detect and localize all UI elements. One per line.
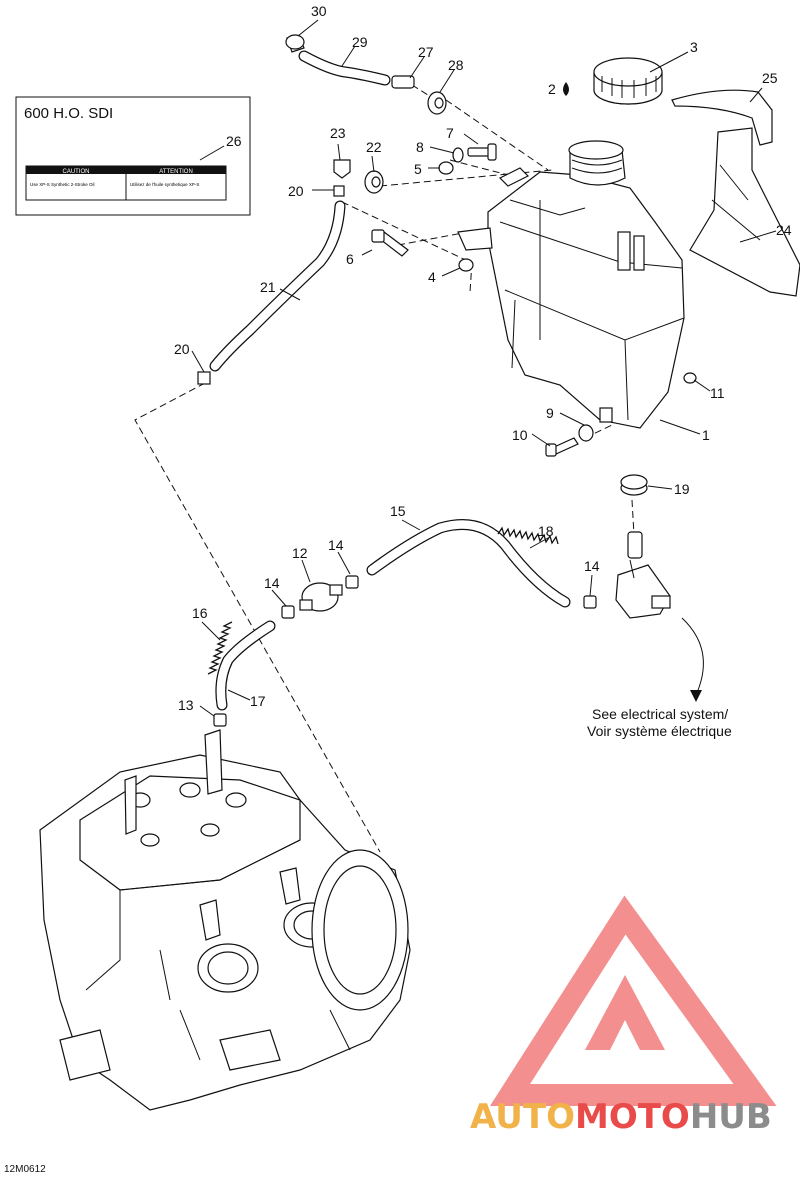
- callout-11: 11: [710, 385, 725, 401]
- callout-7: 7: [446, 125, 454, 141]
- figure-code: 12M0612: [4, 1164, 46, 1175]
- callout-20-bottom: 20: [174, 341, 190, 357]
- callout-9: 9: [546, 405, 554, 421]
- callout-22: 22: [366, 139, 382, 155]
- callout-29: 29: [352, 34, 368, 50]
- hardware-parts: [197, 34, 697, 496]
- callout-1: 1: [702, 427, 710, 443]
- callout-19: 19: [674, 481, 690, 497]
- watermark-logo: [489, 895, 777, 1106]
- callout-10: 10: [512, 427, 528, 443]
- callout-4: 4: [428, 269, 436, 285]
- svg-text:Use XP-S Synthetic 2-Stroke Oi: Use XP-S Synthetic 2-Stroke Oil: [30, 182, 95, 187]
- heat-shield: [671, 89, 800, 297]
- callout-18: 18: [538, 523, 554, 539]
- callout-15: 15: [390, 503, 406, 519]
- callout-21: 21: [260, 279, 276, 295]
- callout-20-top: 20: [288, 183, 304, 199]
- callout-17: 17: [250, 693, 266, 709]
- callout-14-c: 14: [264, 575, 280, 591]
- callout-14-a: 14: [328, 537, 344, 553]
- oil-pump: [615, 531, 671, 619]
- oil-drop-icon: [563, 82, 569, 96]
- tank-outlet-hose: [209, 200, 346, 372]
- tank-cap: [593, 57, 663, 105]
- callout-26: 26: [226, 133, 242, 149]
- callout-labels: 30 29 27 28 3 2 25 24 23 22 7 8 5 20 6 4…: [174, 3, 792, 713]
- callout-14-b: 14: [584, 558, 600, 574]
- callout-28: 28: [448, 57, 464, 73]
- hose-springs: [207, 526, 559, 675]
- model-info-box: 600 H.O. SDI CAUTION ATTENTION Use XP-S …: [15, 96, 251, 216]
- guide-lines: [134, 84, 635, 853]
- svg-text:Utilisez de l'huile synthetiqu: Utilisez de l'huile synthetique XP-S: [130, 182, 199, 187]
- pump-inlet-hose: [366, 519, 571, 608]
- callout-25: 25: [762, 70, 778, 86]
- callout-6: 6: [346, 251, 354, 267]
- note-line-1: See electrical system/: [592, 706, 728, 722]
- model-title: 600 H.O. SDI: [24, 105, 113, 122]
- callout-23: 23: [330, 125, 346, 141]
- callout-24: 24: [776, 222, 792, 238]
- svg-text:ATTENTION: ATTENTION: [159, 169, 193, 175]
- watermark-auto: AUTOMOTOHUB: [470, 1097, 772, 1137]
- watermark-text: AUTOMOTOHUB: [470, 1097, 772, 1137]
- callout-2: 2: [548, 81, 556, 97]
- check-valve: [213, 575, 597, 727]
- svg-text:CAUTION: CAUTION: [63, 169, 90, 175]
- callout-3: 3: [690, 39, 698, 55]
- note-line-2: Voir système électrique: [587, 723, 732, 739]
- callout-27: 27: [418, 44, 434, 60]
- callout-5: 5: [414, 161, 422, 177]
- engine-feed-hose: [215, 620, 276, 711]
- callout-12: 12: [292, 545, 308, 561]
- oil-tank: [457, 140, 685, 429]
- callout-13: 13: [178, 697, 194, 713]
- electrical-arrow: [681, 617, 704, 702]
- callout-16: 16: [192, 605, 208, 621]
- callout-leaders: [191, 19, 777, 717]
- engine-block: [39, 729, 411, 1111]
- callout-30: 30: [311, 3, 327, 19]
- electrical-note: See electrical system/ Voir système élec…: [587, 706, 732, 739]
- callout-8: 8: [416, 139, 424, 155]
- vent-hose: [298, 50, 391, 86]
